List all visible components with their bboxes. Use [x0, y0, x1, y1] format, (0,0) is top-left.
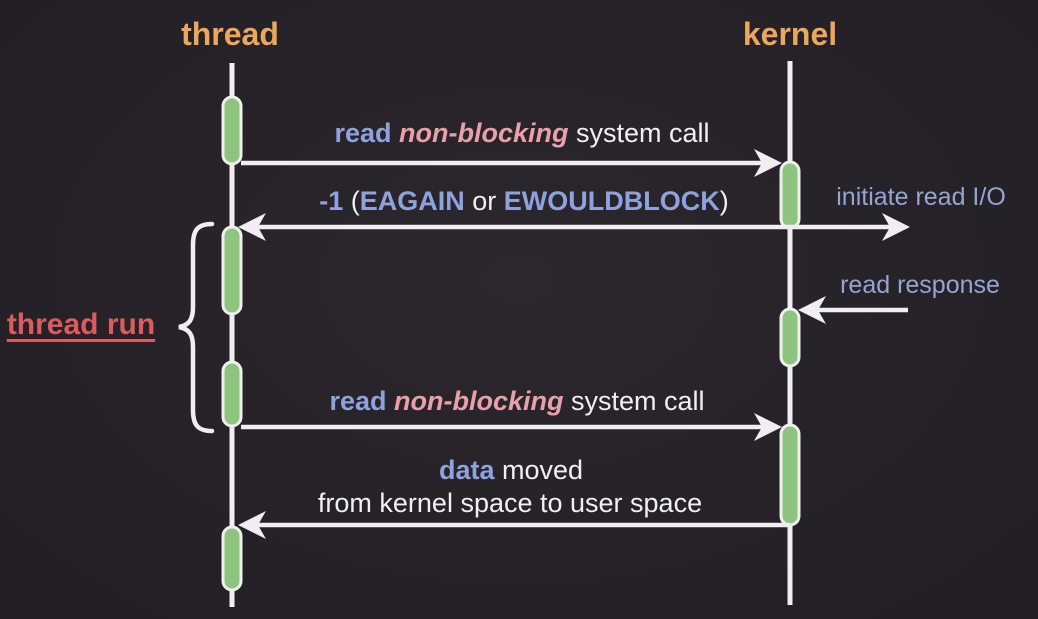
keyword-ewouldblock: EWOULDBLOCK	[503, 186, 720, 216]
keyword-non-blocking: non-blocking	[386, 386, 564, 416]
arrowhead-left-icon	[798, 296, 826, 324]
kernel-activation-2	[779, 307, 801, 368]
message-syscall-2-label: read non-blocking system call	[329, 386, 704, 417]
arrowhead-right-icon	[754, 413, 782, 441]
keyword-data: data	[438, 455, 495, 485]
arrow-syscall-1	[241, 149, 782, 177]
initiate-read-io-label: initiate read I/O	[836, 183, 1006, 211]
participant-thread-label: thread	[181, 16, 279, 52]
paren-close-text: )	[719, 186, 729, 216]
keyword-neg1: -1	[319, 186, 344, 216]
keyword-eagain: EAGAIN	[359, 186, 465, 216]
thread-activation-2	[221, 225, 243, 316]
thread-run-brace	[178, 221, 215, 434]
thread-activation-1	[221, 95, 243, 166]
arrowhead-right-icon	[882, 213, 910, 241]
arrowhead-left-icon	[238, 511, 266, 539]
message-syscall-1-label: read non-blocking system call	[334, 118, 709, 149]
thread-run-label: thread run	[6, 308, 156, 341]
thread-activation-4	[221, 525, 243, 592]
or-text: or	[464, 186, 504, 216]
kernel-activation-3	[779, 423, 801, 527]
arrow-syscall-2	[241, 413, 782, 441]
message-return-label: -1 (EAGAIN or EWOULDBLOCK)	[319, 186, 729, 217]
message-data-moved-line1: data moved	[439, 455, 583, 486]
arrow-return-and-initiate	[238, 213, 910, 241]
arrow-read-response	[798, 296, 908, 324]
keyword-read: read	[329, 386, 387, 416]
arrowhead-right-icon	[754, 149, 782, 177]
arrow-data-moved	[238, 511, 790, 539]
syscall-rest-text: system call	[563, 386, 705, 416]
paren-open-text: (	[343, 186, 360, 216]
moved-text: moved	[494, 455, 584, 485]
participant-kernel-label: kernel	[742, 16, 838, 52]
kernel-activation-1	[779, 160, 801, 230]
arrowhead-left-icon	[238, 213, 266, 241]
keyword-non-blocking: non-blocking	[391, 118, 569, 148]
keyword-read: read	[334, 118, 392, 148]
read-response-label: read response	[840, 271, 1000, 299]
message-data-moved-line2: from kernel space to user space	[317, 488, 703, 518]
thread-activation-3	[221, 360, 243, 428]
syscall-rest-text: system call	[568, 118, 710, 148]
